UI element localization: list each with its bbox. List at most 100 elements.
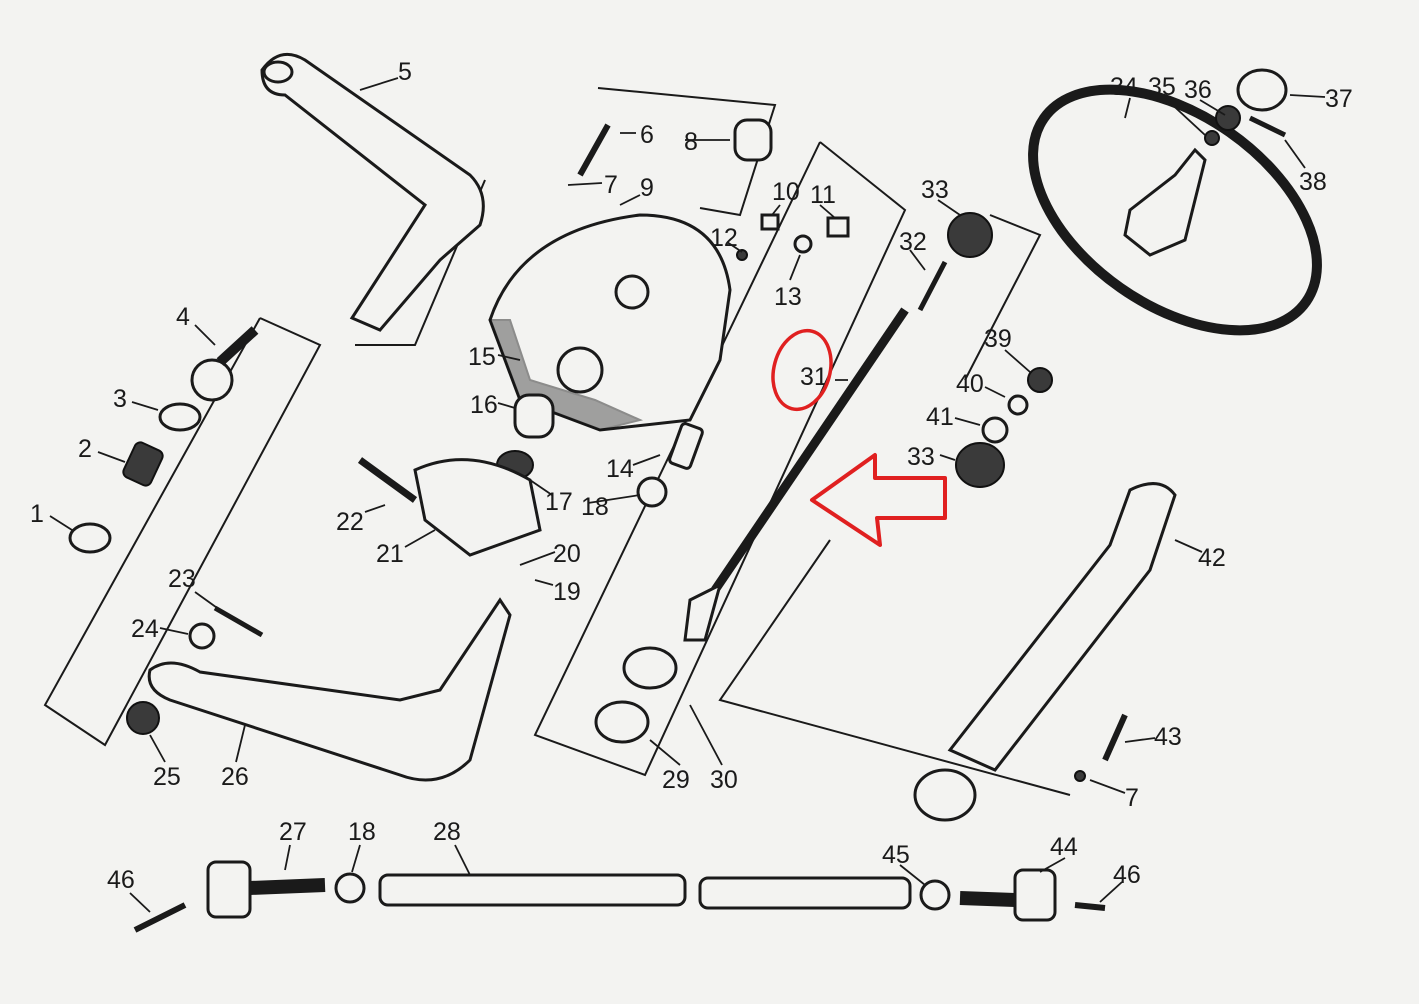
nut-part-45 (919, 879, 951, 911)
plug-part-11 (826, 216, 850, 238)
label-16: 16 (470, 391, 498, 419)
grease-nipple-part-46-left (133, 902, 187, 933)
steering-column-part-42 (947, 482, 1177, 772)
pitman-arm-part (260, 52, 485, 332)
label-11: 11 (810, 181, 836, 209)
highlight-arrow-icon (810, 453, 947, 547)
steering-box-housing (488, 213, 732, 432)
cap-part-1 (68, 522, 112, 554)
nut-part-25 (126, 701, 160, 735)
washer-part-3 (158, 402, 202, 432)
label-33: 33 (921, 176, 949, 204)
sector-gear-part-21 (413, 458, 542, 557)
nut-part-39 (1027, 367, 1053, 393)
label-5: 5 (398, 58, 412, 86)
label-14: 14 (606, 455, 634, 483)
bolt-part-43 (1102, 713, 1128, 762)
pitman-arm-eye (262, 60, 294, 84)
horn-cap-part-37 (1236, 68, 1288, 112)
label-46-repeat: 46 (107, 866, 135, 894)
nut-part-18 (636, 476, 668, 508)
gasket-part-29 (594, 700, 650, 744)
nut-part-18b (334, 872, 366, 904)
washer-part-7b (1074, 770, 1086, 782)
label-22: 22 (336, 508, 364, 536)
washer-part-12 (736, 249, 748, 261)
label-3: 3 (113, 385, 127, 413)
housing-bore (614, 274, 650, 310)
adjuster-part-14 (668, 422, 704, 470)
label-35: 35 (1148, 73, 1176, 101)
plug-part-10 (760, 213, 780, 231)
label-32: 32 (899, 228, 927, 256)
label-13: 13 (774, 283, 802, 311)
label-41: 41 (926, 403, 954, 431)
label-46: 46 (1113, 861, 1141, 889)
bearing-part-33-top (947, 212, 993, 258)
tie-rod-end-part-27 (206, 860, 252, 919)
label-15: 15 (468, 343, 496, 371)
ring-part-41 (981, 416, 1009, 444)
label-20: 20 (553, 540, 581, 568)
pin-part-23 (213, 605, 264, 638)
label-18: 18 (581, 493, 609, 521)
tube-part-28-cont (698, 876, 912, 910)
steering-shaft-part-31 (711, 307, 909, 593)
leader-lines (49, 77, 1326, 913)
nut-part-36 (1215, 105, 1241, 131)
spring-part-2 (122, 441, 164, 487)
label-18-repeat: 18 (348, 818, 376, 846)
key-part-32 (917, 260, 948, 312)
label-44: 44 (1050, 833, 1078, 861)
label-17: 17 (545, 488, 573, 516)
grease-nipple-part-46-right (1074, 902, 1106, 911)
label-45: 45 (882, 841, 910, 869)
label-10: 10 (772, 178, 800, 206)
label-19: 19 (553, 578, 581, 606)
label-37: 37 (1325, 85, 1353, 113)
bushing-part-16 (513, 393, 555, 439)
label-8: 8 (684, 128, 698, 156)
ball-pin-shank (216, 326, 259, 366)
label-40: 40 (956, 370, 984, 398)
label-43: 43 (1154, 723, 1182, 751)
label-23: 23 (168, 565, 196, 593)
label-7-repeat: 7 (1125, 784, 1139, 812)
bolt-part-22 (357, 457, 418, 503)
washer-part-13 (793, 234, 813, 254)
label-2: 2 (78, 435, 92, 463)
housing-boss (556, 346, 604, 394)
label-21: 21 (376, 540, 404, 568)
ring-part-40 (1007, 394, 1029, 416)
steering-wheel-hub (1123, 147, 1207, 257)
label-25: 25 (153, 763, 181, 791)
label-33-repeat: 33 (907, 443, 935, 471)
screw-part-38 (1248, 115, 1287, 138)
highlight-circle (771, 328, 833, 412)
label-38: 38 (1299, 168, 1327, 196)
tube-part-28 (378, 873, 687, 907)
label-4: 4 (176, 303, 190, 331)
label-9: 9 (640, 174, 654, 202)
label-26: 26 (221, 763, 249, 791)
group-box-column (718, 539, 1071, 796)
tie-rod-thread-27 (249, 878, 326, 895)
label-42: 42 (1198, 544, 1226, 572)
label-29: 29 (662, 766, 690, 794)
group-box-bearings (964, 214, 1042, 381)
drop-arm-part-26 (147, 597, 512, 782)
group-box-shaft (533, 141, 907, 777)
label-1: 1 (30, 500, 44, 528)
tie-rod-end-part-44 (1013, 868, 1057, 922)
label-7: 7 (604, 171, 618, 199)
label-36: 36 (1184, 76, 1212, 104)
group-box-left (43, 317, 322, 747)
washer-part-35 (1204, 130, 1220, 146)
label-30: 30 (710, 766, 738, 794)
nut-part-24 (188, 622, 216, 650)
label-24: 24 (131, 615, 159, 643)
label-12: 12 (710, 224, 738, 252)
label-28: 28 (433, 818, 461, 846)
